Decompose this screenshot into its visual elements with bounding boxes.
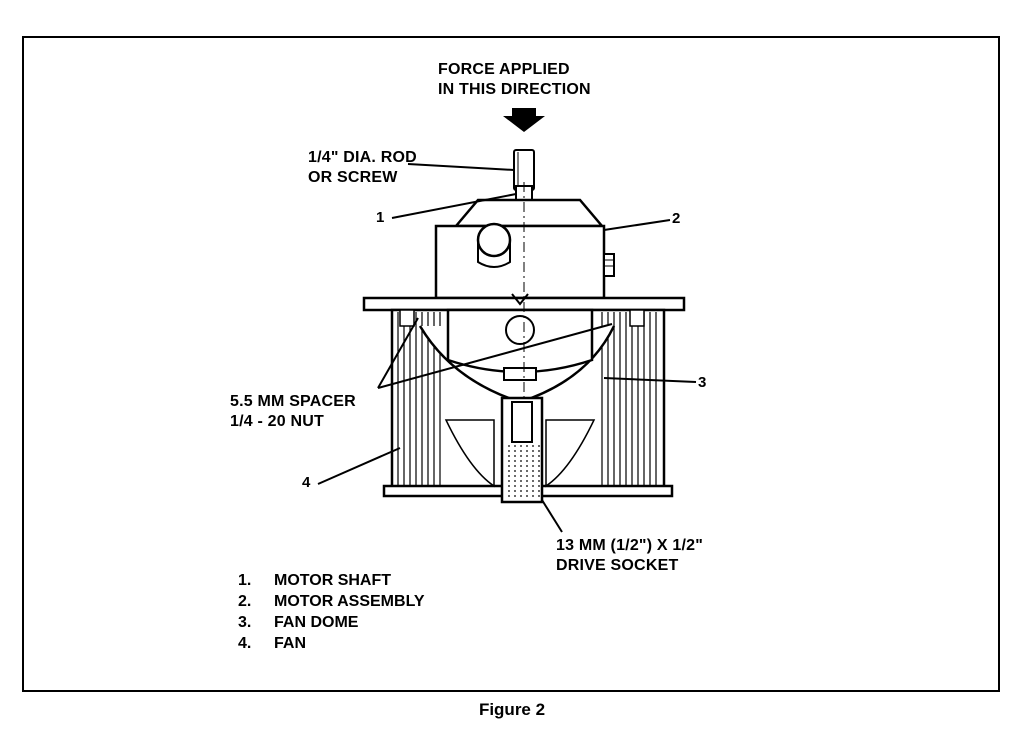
force-arrow [503,108,545,132]
spacer-label: 5.5 MM SPACER 1/4 - 20 NUT [230,392,356,432]
legend-item: 1. MOTOR SHAFT [238,570,425,591]
socket-label: 13 MM (1/2") X 1/2" DRIVE SOCKET [556,536,703,576]
callout-4: 4 [302,474,311,491]
legend-text: FAN [274,635,306,652]
socket-label-line1: 13 MM (1/2") X 1/2" [556,537,704,554]
drive-socket [500,396,544,504]
rod-label-line2: OR SCREW [308,169,398,186]
legend-text: MOTOR ASSEMBLY [274,593,425,610]
force-label-line1: FORCE APPLIED [438,61,570,78]
spacer-label-line1: 5.5 MM SPACER [230,393,356,410]
fan-dome [418,308,616,488]
parts-legend: 1. MOTOR SHAFT 2. MOTOR ASSEMBLY 3. FAN DOM… [238,570,425,654]
legend-item: 3. FAN DOME [238,612,425,633]
spacer-label-line2: 1/4 - 20 NUT [230,413,324,430]
legend-number: 3. [238,614,252,631]
socket-label-line2: DRIVE SOCKET [556,557,679,574]
legend-number: 2. [238,593,252,610]
callout-2: 2 [672,210,681,227]
legend-item: 2. MOTOR ASSEMBLY [238,591,425,612]
leader-lines [317,163,697,533]
legend-item: 4. FAN [238,633,425,654]
force-label: FORCE APPLIED IN THIS DIRECTION [438,60,591,100]
legend-number: 1. [238,572,252,589]
rod-label-line1: 1/4" DIA. ROD [308,149,417,166]
motor-assembly [434,198,615,300]
force-label-line2: IN THIS DIRECTION [438,81,591,98]
callout-1: 1 [376,209,385,226]
legend-text: FAN DOME [274,614,359,631]
callout-3: 3 [698,374,707,391]
legend-text: MOTOR SHAFT [274,572,392,589]
legend-number: 4. [238,635,252,652]
figure-frame [22,36,1000,692]
rod-label: 1/4" DIA. ROD OR SCREW [308,148,417,188]
figure-caption: Figure 2 [478,700,546,719]
